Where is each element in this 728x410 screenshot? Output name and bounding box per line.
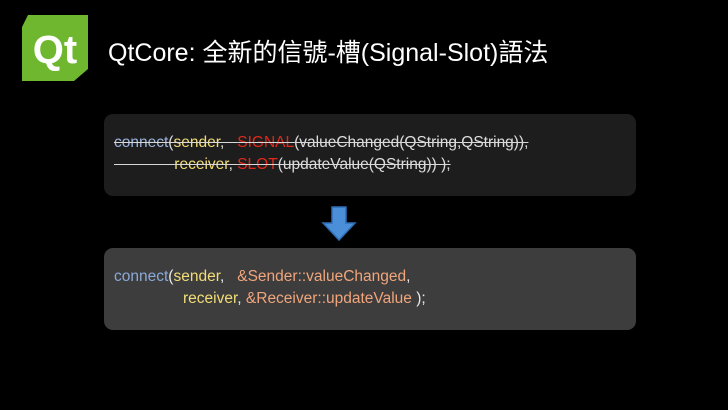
new-sender-arg: sender: [173, 268, 221, 285]
old-connect-keyword: connect: [114, 134, 169, 151]
qt-logo-text: Qt: [33, 28, 77, 72]
old-syntax-box: connect(sender, SIGNAL(valueChanged(QStr…: [104, 114, 636, 196]
new-syntax-line-1: connect(sender, &Sender::valueChanged,: [114, 268, 411, 285]
old-syntax-line-1: connect(sender, SIGNAL(valueChanged(QStr…: [114, 134, 529, 151]
old-receiver-arg: receiver: [174, 156, 229, 173]
new-connect-keyword: connect: [114, 268, 169, 285]
qt-logo: Qt: [22, 15, 88, 81]
new-syntax-line-2: receiver, &Receiver::updateValue );: [183, 290, 426, 307]
old-syntax-line-2: receiver, SLOT(updateValue(QString)) );: [174, 156, 451, 173]
down-arrow-icon: [321, 206, 357, 242]
old-sender-arg: sender: [173, 134, 221, 151]
old-slot-macro: SLOT: [237, 156, 278, 173]
new-syntax-box: connect(sender, &Sender::valueChanged, r…: [104, 248, 636, 330]
old-signal-macro: SIGNAL: [237, 134, 295, 151]
new-signal-method: &Sender::valueChanged: [237, 268, 407, 285]
new-receiver-arg: receiver: [183, 290, 238, 307]
new-slot-method: &Receiver::updateValue: [245, 290, 412, 307]
old-slot-arg: (updateValue(QString)) );: [277, 156, 451, 173]
slide-title: QtCore: 全新的信號-槽(Signal-Slot)語法: [108, 39, 549, 67]
old-signal-arg: (valueChanged(QString,QString)),: [294, 134, 529, 151]
